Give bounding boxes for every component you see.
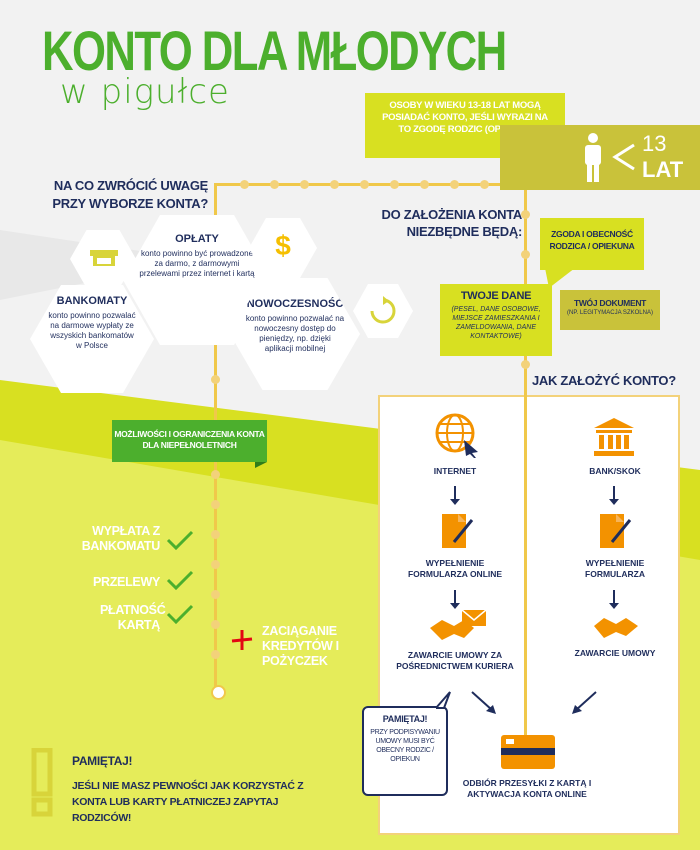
- hex-atm: BANKOMATY konto powinno pozwalać na darm…: [30, 285, 154, 393]
- arrow-down-icon: [609, 486, 619, 505]
- age-unit: LAT: [642, 157, 684, 182]
- timeline-dot: [360, 180, 369, 189]
- timeline-dot: [211, 375, 220, 384]
- timeline-dot: [211, 560, 220, 569]
- timeline-dot: [450, 180, 459, 189]
- timeline-dot: [420, 180, 429, 189]
- atm-title: BANKOMATY: [56, 295, 128, 307]
- how-heading: JAK ZAŁOŻYĆ KONTO?: [532, 373, 676, 388]
- bank-label: BANK/SKOK: [589, 466, 641, 476]
- consent-text: ZGODA I OBECNOŚĆ RODZICA / OPIEKUNA: [549, 229, 635, 251]
- allowed-item: PRZELEWY: [92, 575, 160, 589]
- limits-banner: MOŻLIWOŚCI I OGRANICZENIA KONTA DLA NIEP…: [112, 420, 267, 462]
- hex-atm-icon-bg: [70, 230, 136, 288]
- receive-label: ODBIÓR PRZESYŁKI Z KARTĄ I AKTYWACJA KON…: [462, 778, 592, 799]
- timeline-dot: [521, 210, 530, 219]
- allowed-item: WYPŁATA Z BANKOMATU: [81, 524, 161, 553]
- form-online-label: WYPEŁNIENIE FORMULARZA ONLINE: [407, 558, 503, 579]
- age-box: 13 LAT: [500, 125, 700, 190]
- limits-banner-fold: [255, 462, 267, 468]
- footer-remember-title: PAMIĘTAJ!: [72, 754, 133, 768]
- check-icon: [166, 530, 194, 550]
- consent-box: ZGODA I OBECNOŚĆ RODZICA / OPIEKUNA: [540, 218, 644, 270]
- how-divider: [524, 395, 527, 735]
- refresh-icon: [370, 296, 396, 324]
- contract-label: ZAWARCIE UMOWY: [574, 648, 656, 658]
- timeline-end-dot: [211, 685, 226, 700]
- timeline-dot: [480, 180, 489, 189]
- your-document-box: TWÓJ DOKUMENT (NP. LEGITYMACJA SZKOLNA): [560, 290, 660, 330]
- modern-title: NOWOCZESNOŚĆ: [246, 298, 344, 310]
- timeline-dot: [211, 470, 220, 479]
- less-than-icon: [612, 143, 635, 171]
- atm-text: konto powinno pozwalać na darmowe wypłat…: [48, 311, 136, 350]
- person-icon: [585, 133, 601, 182]
- modern-text: konto powinno pozwalać na nowoczesny dos…: [245, 314, 345, 353]
- needed-heading: DO ZAŁOŻENIA KONTA NIEZBĘDNE BĘDĄ:: [381, 207, 523, 239]
- handshake-icon: [594, 618, 638, 638]
- remember-bubble-title: PAMIĘTAJ!: [382, 714, 428, 724]
- limits-banner-text: MOŻLIWOŚCI I OGRANICZENIA KONTA DLA NIEP…: [114, 429, 265, 450]
- timeline-dot: [211, 590, 220, 599]
- arrow-down-icon: [450, 590, 460, 609]
- remember-bubble: PAMIĘTAJ! PRZY PODPISYWANIU UMOWY MUSI B…: [362, 706, 448, 796]
- timeline-dot: [270, 180, 279, 189]
- not-allowed-item: ZACIĄGANIE KREDYTÓW I POŻYCZEK: [262, 624, 339, 668]
- timeline-dot: [211, 650, 220, 659]
- form-icon: [600, 514, 632, 548]
- hex-refresh: [353, 284, 413, 338]
- timeline-dot: [240, 180, 249, 189]
- age-value: 13: [642, 131, 667, 156]
- bubble-pointer: [436, 691, 451, 709]
- timeline-dot: [211, 620, 220, 629]
- internet-label: INTERNET: [433, 466, 477, 476]
- dollar-icon: $: [275, 230, 291, 261]
- page-title: KONTO DLA MŁODYCH: [42, 19, 507, 82]
- your-data-title: TWOJE DANE: [460, 290, 532, 302]
- your-data-box: TWOJE DANE (PESEL, DANE OSOBOWE, MIEJSCE…: [440, 284, 552, 356]
- form-icon: [442, 514, 474, 548]
- arrow-down-icon: [450, 486, 460, 505]
- timeline-dot: [330, 180, 339, 189]
- bank-icon: [594, 418, 634, 456]
- hex-dollar: $: [249, 218, 317, 278]
- contract-courier-label: ZAWARCIE UMOWY ZA POŚREDNICTWEM KURIERA: [396, 650, 514, 671]
- choose-heading: NA CO ZWRÓCIĆ UWAGĘ PRZY WYBORZE KONTA?: [52, 178, 208, 211]
- arrow-down-icon: [609, 590, 619, 609]
- allowed-item: PŁATNOŚĆ KARTĄ: [100, 603, 166, 632]
- check-icon: [166, 604, 194, 624]
- timeline-dot: [300, 180, 309, 189]
- timeline-dot: [211, 530, 220, 539]
- globe-icon: [435, 413, 478, 458]
- footer-remember-text: JEŚLI NIE MASZ PEWNOŚCI JAK KORZYSTAĆ Z …: [72, 780, 304, 824]
- timeline-dot: [521, 250, 530, 259]
- your-document-title: TWÓJ DOKUMENT: [573, 298, 647, 308]
- timeline-dot: [390, 180, 399, 189]
- cross-icon: [231, 630, 253, 650]
- atm-icon: [90, 250, 118, 266]
- fees-text: konto powinno być prowadzone za darmo, z…: [139, 249, 255, 278]
- page-subtitle: w pigułce: [60, 72, 230, 112]
- arrow-diagonal-icon: [471, 691, 496, 714]
- arrow-diagonal-icon: [572, 691, 597, 714]
- consent-pointer: [545, 268, 575, 288]
- timeline-dot: [521, 360, 530, 369]
- remember-bubble-text: PRZY PODPISYWANIU UMOWY MUSI BYĆ OBECNY …: [370, 729, 440, 763]
- your-data-text: (PESEL, DANE OSOBOWE, MIEJSCE ZAMIESZKAN…: [451, 306, 541, 340]
- check-icon: [166, 570, 194, 590]
- exclamation-icon: [31, 748, 53, 817]
- form-label: WYPEŁNIENIE FORMULARZA: [585, 558, 645, 579]
- handshake-mail-icon: [430, 609, 487, 640]
- timeline-dot: [211, 500, 220, 509]
- age-banner-text: OSOBY W WIEKU 13-18 LAT MOGĄ POSIADAĆ KO…: [382, 100, 548, 135]
- fees-title: OPŁATY: [175, 233, 219, 245]
- your-document-text: (NP. LEGITYMACJA SZKOLNA): [567, 310, 653, 316]
- card-icon: [501, 735, 555, 769]
